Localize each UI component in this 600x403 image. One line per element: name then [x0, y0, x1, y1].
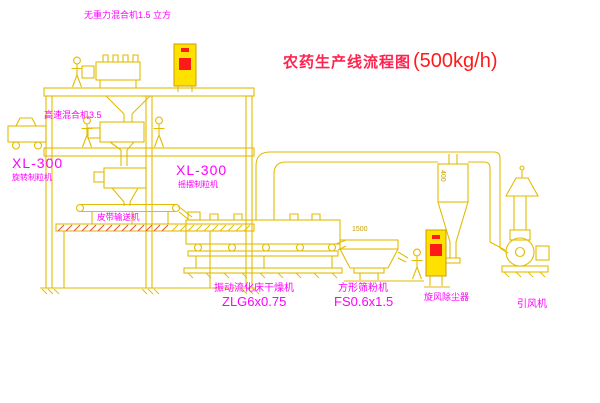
- discharge-chute: [335, 239, 347, 251]
- gravity-free-mixer: [81, 54, 151, 122]
- building-structure: [40, 87, 260, 295]
- label-fluid-bed-dryer: 振动流化床干燥机: [214, 283, 294, 294]
- aux-mixer: [7, 117, 47, 150]
- diagram-title: 农药生产线流程图 (500kg/h): [283, 50, 498, 73]
- induced-draft-fan: [501, 229, 550, 278]
- label-granulator-right-model: XL-300: [176, 162, 228, 178]
- sifter-spout: [397, 251, 409, 263]
- display-panel: [430, 244, 442, 256]
- label-fluid-bed-dryer-model: ZLG6x0.75: [222, 294, 287, 309]
- high-speed-mixer: [87, 121, 145, 166]
- indicator-light: [432, 235, 440, 239]
- exhaust-duct: [255, 151, 509, 254]
- label-high-speed-mixer: 高速混合机3.5: [44, 110, 102, 120]
- dim-cyclone-diameter: 400: [439, 170, 446, 182]
- display-panel: [179, 58, 191, 70]
- y-chute: [105, 95, 151, 122]
- control-cabinet-right: [424, 229, 450, 288]
- label-fan: 引风机: [517, 299, 547, 310]
- platform-hatch: [171, 224, 251, 232]
- platform-hatch-red: [57, 224, 169, 232]
- label-granulator-right-name: 摇摆制粒机: [178, 180, 218, 189]
- label-granulator-left-name: 旋转制粒机: [12, 173, 52, 182]
- exhaust-stack: [505, 165, 539, 230]
- worker-figure: [410, 248, 424, 280]
- label-cyclone: 旋风除尘器: [424, 292, 470, 302]
- diagram-title-text: 农药生产线流程图: [283, 54, 412, 71]
- diagram-title-capacity: (500kg/h): [413, 50, 498, 72]
- label-square-sifter-model: FS0.6x1.5: [334, 294, 394, 309]
- feed-chute: [177, 205, 193, 220]
- worker-figure: [152, 116, 166, 148]
- cyclone-separator: [437, 154, 469, 264]
- worker-figure: [80, 116, 94, 148]
- rotary-granulator: [93, 167, 147, 206]
- label-granulator-left-model: XL-300: [12, 155, 64, 171]
- worker-figure: [70, 56, 84, 88]
- label-square-sifter: 方形筛粉机: [338, 283, 388, 294]
- indicator-light: [181, 48, 189, 52]
- fluid-bed-dryer: [183, 211, 347, 279]
- label-belt-conveyor: 皮带输送机: [97, 212, 140, 222]
- label-gravity-free-mixer: 无重力混合机1.5 立方: [84, 10, 172, 20]
- footing-hatch: [41, 288, 260, 295]
- square-sifter: [339, 239, 424, 282]
- belt-conveyor: [75, 203, 193, 224]
- dim-sifter-length: 1500: [352, 226, 368, 233]
- control-cabinet-top: [173, 43, 197, 92]
